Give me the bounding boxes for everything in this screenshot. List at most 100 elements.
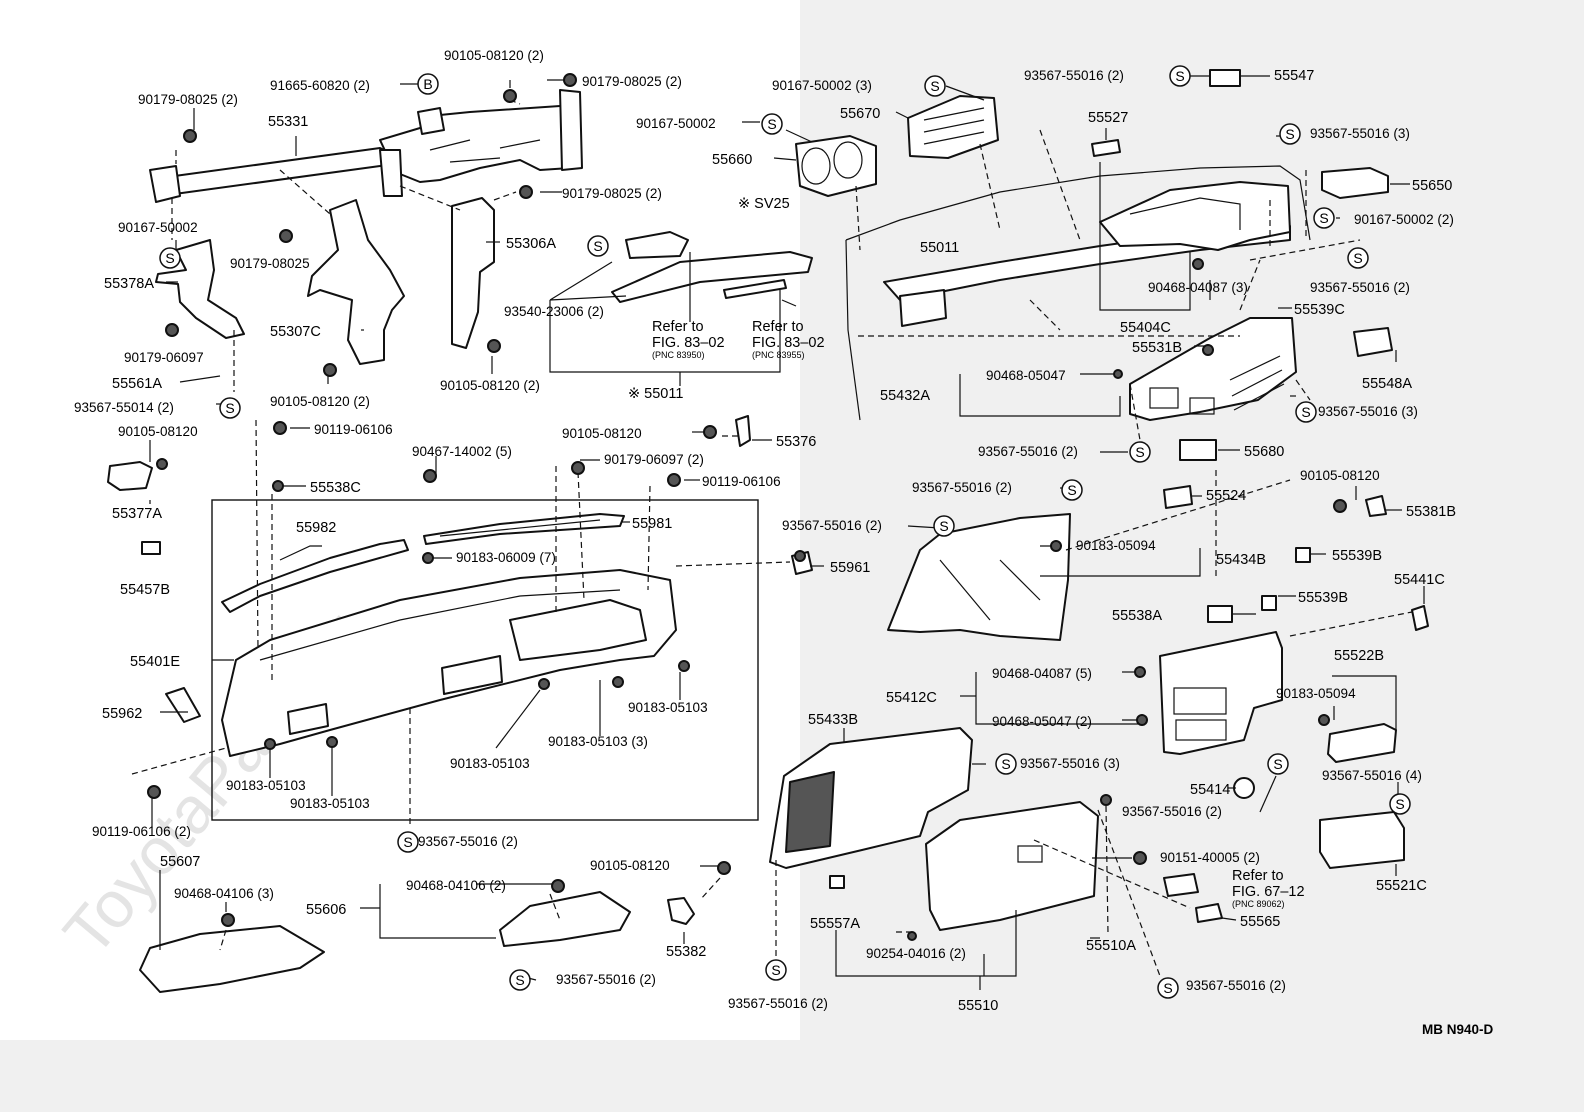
label-refer-to-2: Refer to [752, 319, 804, 335]
register-55670 [907, 95, 999, 159]
label-90167-50002-3: 90167-50002 (3) [772, 78, 872, 93]
label-93567-55016-3-b: 93567-55016 (3) [1318, 404, 1418, 419]
part-55547 [1209, 69, 1241, 87]
label-90468-05047-2: 90468-05047 (2) [992, 714, 1092, 729]
circled-s-letter: S [767, 116, 776, 132]
circled-s-symbol [1169, 65, 1191, 87]
circled-s-symbol [1347, 247, 1369, 269]
label-pnc-83950: (PNC 83950) [652, 350, 705, 360]
circled-s-letter: S [593, 238, 602, 254]
circled-s-letter: S [771, 962, 780, 978]
label-90167-50002: 90167-50002 [118, 220, 198, 235]
label-55307c: 55307C [270, 324, 321, 340]
label-55557a: 55557A [810, 916, 860, 932]
label-55510a: 55510A [1086, 938, 1136, 954]
label-93567-55016-2-c: 93567-55016 (2) [978, 444, 1078, 459]
cluster-55412c [1159, 631, 1283, 755]
label-55531b: 55531B [1132, 340, 1182, 356]
circled-s-letter: S [1175, 68, 1184, 84]
label-90119-06106: 90119-06106 [314, 422, 393, 437]
circled-s-letter: S [165, 250, 174, 266]
circled-s-symbol [219, 397, 241, 419]
circled-s-symbol [159, 247, 181, 269]
panel-55434b [887, 513, 1071, 641]
fasteners [147, 73, 1347, 941]
cover-55606 [499, 891, 631, 947]
label-55306a: 55306A [506, 236, 556, 252]
register-55660 [795, 135, 877, 197]
part-labels: 90105-08120 (2) 90179-08025 (2) 91665-60… [74, 48, 1494, 1037]
label-55981: 55981 [632, 516, 672, 532]
label-90468-04106-2: 90468-04106 (2) [406, 878, 506, 893]
label-93567-55016-2-b: 93567-55016 (2) [1310, 280, 1410, 295]
label-55011-sv25: ※ 55011 [628, 386, 683, 402]
circled-s-symbol [587, 235, 609, 257]
label-93567-55016-2-e: 93567-55016 (2) [912, 480, 1012, 495]
label-90105-08120-2-c: 90105-08120 (2) [440, 378, 540, 393]
bracket-55381b [1365, 495, 1387, 517]
label-55660: 55660 [712, 152, 752, 168]
label-refer-to-3: Refer to [1232, 868, 1284, 884]
label-90105-08120-c: 90105-08120 [1300, 468, 1380, 483]
label-90183-05103: 90183-05103 [628, 700, 708, 715]
label-90468-04087-3: 90468-04087 (3) [1148, 280, 1248, 295]
circled-b-letter: B [423, 76, 432, 92]
label-refer-to-1: Refer to [652, 319, 704, 335]
label-93567-55016-3-c: 93567-55016 (3) [1020, 756, 1120, 771]
circled-s-letter: S [1273, 756, 1282, 772]
label-55432a: 55432A [880, 388, 930, 404]
circled-s-symbol [1129, 441, 1151, 463]
circled-s-symbol [924, 75, 946, 97]
circled-s-symbol [1061, 479, 1083, 501]
bezel-55432a [1129, 317, 1297, 421]
clip-55441c [1411, 605, 1429, 631]
label-90183-05094: 90183-05094 [1076, 538, 1156, 553]
label-90105-08120: 90105-08120 [118, 424, 198, 439]
label-55376: 55376 [776, 434, 816, 450]
label-90151-40005-2: 90151-40005 (2) [1160, 850, 1260, 865]
circled-s-letter: S [1285, 126, 1294, 142]
label-90183-05103-3: 90183-05103 (3) [548, 734, 648, 749]
label-90183-06009-7: 90183-06009 (7) [456, 550, 556, 565]
label-55547: 55547 [1274, 68, 1314, 84]
label-55011: 55011 [920, 240, 959, 256]
label-fig-83-02-2: FIG. 83–02 [752, 335, 825, 351]
leader-lines [131, 75, 1425, 990]
label-55982: 55982 [296, 520, 336, 536]
label-55433b: 55433B [808, 712, 858, 728]
box-55521c [1319, 811, 1405, 869]
reinforcement-55331 [149, 89, 583, 203]
circled-s-letter: S [1001, 756, 1010, 772]
label-90167-50002-2: 90167-50002 (2) [1354, 212, 1454, 227]
circled-s-letter: S [1067, 482, 1076, 498]
circled-s-symbol [1389, 793, 1411, 815]
circled-s-symbol [1157, 977, 1179, 999]
circled-s-symbol [933, 515, 955, 537]
dash-upper-outline [845, 165, 1311, 241]
bracket-55382 [667, 897, 695, 925]
label-55457b: 55457B [120, 582, 170, 598]
part-outlines [107, 69, 1429, 993]
label-93567-55016-2-f: 93567-55016 (2) [1122, 804, 1222, 819]
label-90119-06106-b: 90119-06106 [702, 474, 781, 489]
switch-unit-sv25 [625, 231, 689, 259]
label-55404c: 55404C [1120, 320, 1171, 336]
label-90183-05103-d: 90183-05103 [290, 796, 370, 811]
circled-s-letter: S [515, 972, 524, 988]
label-93567-55016-2-h: 93567-55016 (2) [556, 972, 656, 987]
label-55650: 55650 [1412, 178, 1452, 194]
label-90105-08120-2-b: 90105-08120 (2) [270, 394, 370, 409]
label-55548a: 55548A [1362, 376, 1412, 392]
label-55434b: 55434B [1216, 552, 1266, 568]
bracket-55306a [451, 197, 495, 349]
circled-s-letter: S [1135, 444, 1144, 460]
label-90179-06097-2: 90179-06097 (2) [604, 452, 704, 467]
label-90467-14002-5: 90467-14002 (5) [412, 444, 512, 459]
label-93567-55016-4: 93567-55016 (4) [1322, 768, 1422, 783]
label-90183-05094-b: 90183-05094 [1276, 686, 1356, 701]
circled-s-symbol [509, 969, 531, 991]
label-93567-55016-2-g: 93567-55016 (2) [418, 834, 518, 849]
label-90167-50002-b: 90167-50002 [636, 116, 716, 131]
label-55680: 55680 [1244, 444, 1284, 460]
